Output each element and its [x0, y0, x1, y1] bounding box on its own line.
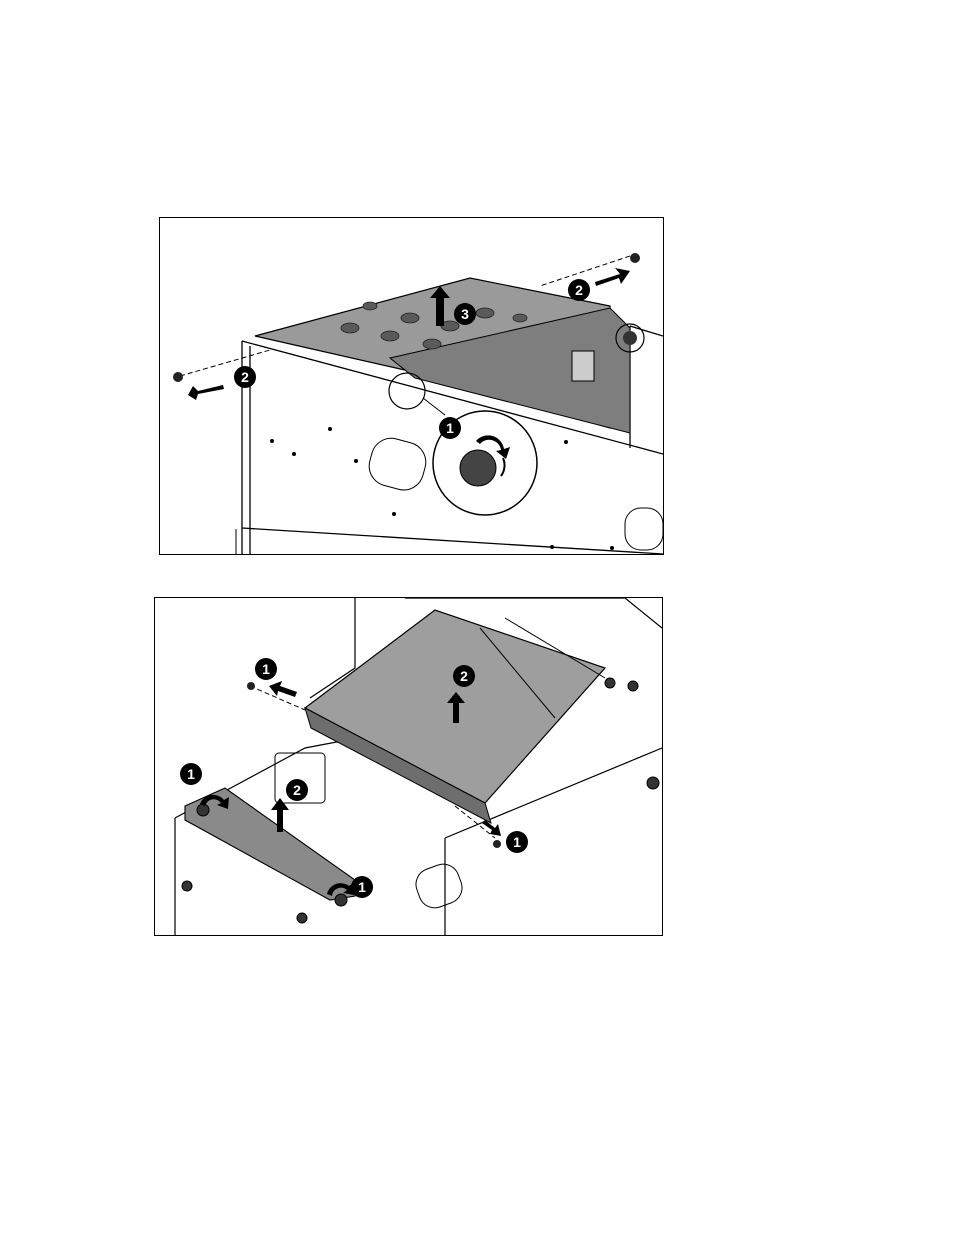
- screw-location-marker: [389, 373, 425, 409]
- callout-1: 1: [439, 417, 461, 439]
- callout-1-bracket-right: 1: [351, 876, 373, 898]
- arrow-left-icon: [188, 385, 224, 400]
- svg-text:1: 1: [358, 879, 366, 895]
- svg-text:2: 2: [575, 282, 583, 298]
- screw-icon: [630, 253, 640, 263]
- screw-icon: [173, 372, 183, 382]
- callout-3: 3: [454, 303, 476, 325]
- svg-text:1: 1: [262, 661, 270, 677]
- illustration-top-panel-removal: 1 2 2 3: [159, 217, 664, 555]
- thumbscrew-icon: [335, 894, 347, 906]
- svg-text:1: 1: [513, 834, 521, 850]
- callout-1-right-screw: 1: [506, 831, 528, 853]
- svg-text:2: 2: [293, 782, 301, 798]
- thumbscrew-icon: [460, 450, 496, 486]
- callout-2-baffle: 2: [453, 665, 475, 687]
- svg-text:1: 1: [446, 420, 454, 436]
- arrow-left-icon: [269, 681, 297, 697]
- illustration-baffle-removal: 1 1 1 1 2 2: [154, 597, 663, 936]
- callout-2-left: 2: [234, 366, 256, 388]
- callout-2-bracket: 2: [286, 779, 308, 801]
- callout-2-right: 2: [568, 279, 590, 301]
- screw-icon: [493, 840, 501, 848]
- power-connector: [572, 351, 594, 381]
- svg-text:3: 3: [461, 306, 469, 322]
- baffle-drawing: 1 1 1 1 2 2: [155, 598, 662, 935]
- thumbscrew-icon: [623, 331, 637, 345]
- front-bracket: [185, 788, 355, 900]
- callout-1-top-left-screw: 1: [255, 658, 277, 680]
- svg-text:1: 1: [187, 766, 195, 782]
- svg-text:2: 2: [460, 668, 468, 684]
- arrow-right-icon: [595, 268, 630, 286]
- thumbscrew-icon: [197, 804, 209, 816]
- arrow-right-icon: [482, 820, 501, 836]
- top-panel-drawing: 1 2 2 3: [160, 218, 663, 554]
- svg-text:2: 2: [241, 369, 249, 385]
- screw-icon: [247, 682, 255, 690]
- callout-1-bracket-left: 1: [180, 763, 202, 785]
